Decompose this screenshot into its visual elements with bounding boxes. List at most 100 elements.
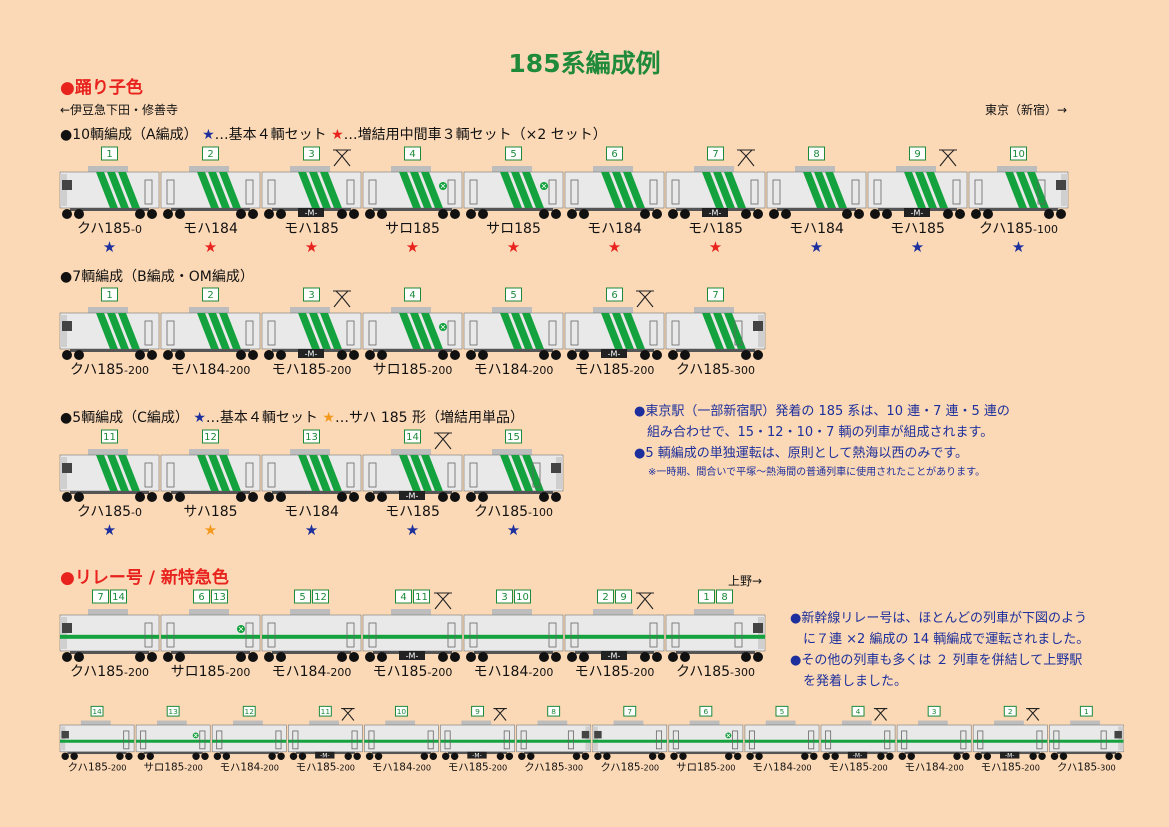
section-relay-heading: ●リレー号 / 新特急色 [60, 568, 229, 588]
car-number-box [101, 146, 118, 161]
wheel [276, 492, 286, 502]
car-name-suffix: -300 [1097, 762, 1116, 772]
pantograph-icon [341, 708, 355, 721]
car-number: 4 [409, 290, 415, 301]
wheel [1114, 752, 1122, 761]
door [469, 622, 478, 648]
car-name: モハ184 [183, 221, 238, 237]
wheel [264, 209, 274, 219]
car-name: モハ184-200 [474, 664, 554, 680]
motor-box [467, 751, 487, 759]
pantograph-icon [873, 708, 888, 721]
wheel [640, 652, 650, 662]
car-number-box [394, 705, 408, 717]
motor-box [399, 491, 425, 500]
car-name-suffix: -200 [641, 762, 660, 772]
set-star-icon: ★ [608, 238, 621, 256]
wheel [146, 752, 154, 761]
car-number-box [101, 287, 118, 302]
livery-stripe [702, 172, 724, 208]
car-body [744, 724, 820, 753]
wheel [62, 350, 72, 360]
wheel [365, 350, 375, 360]
car-number-box [404, 429, 421, 444]
note-line: に７連 ×2 編成の 14 輌編成で運転されました。 [803, 632, 1090, 647]
wheel [496, 752, 505, 761]
car-name: モハ184-200 [220, 761, 279, 773]
car-number: 5 [510, 149, 516, 160]
car-number: 2 [207, 290, 213, 301]
roof-equipment [189, 449, 229, 455]
livery-stripe [208, 455, 230, 491]
note-line: ●東京駅（一部新宿駅）発着の 185 系は、10 連・7 連・5 連の [634, 404, 1010, 419]
car-name: モハ184-200 [474, 362, 554, 378]
roof-equipment [88, 609, 128, 615]
door [532, 462, 541, 488]
motor-box [601, 349, 627, 358]
wheel [175, 492, 185, 502]
car-number: 11 [415, 592, 428, 603]
wheel [640, 350, 650, 360]
car-number: 5 [299, 592, 305, 603]
door [346, 179, 355, 205]
wheel [365, 209, 375, 219]
underframe [373, 349, 452, 352]
door [750, 179, 759, 205]
wheel [741, 652, 751, 662]
livery-stripe [825, 172, 847, 208]
wheel [551, 209, 561, 219]
wheel [236, 492, 246, 502]
livery-stripe [320, 455, 342, 491]
roof-equipment [593, 307, 633, 313]
wheel [652, 350, 662, 360]
motor-box [904, 208, 930, 217]
car-name-suffix: -200 [124, 666, 149, 679]
underframe [474, 491, 553, 494]
underframe [524, 751, 584, 755]
wheel [539, 209, 549, 219]
roof-equipment [385, 720, 416, 725]
wheel [365, 752, 374, 761]
wheel [478, 652, 488, 662]
car-name-suffix: -200 [225, 364, 250, 377]
wheel [135, 652, 145, 662]
livery-band [464, 634, 563, 639]
livery-stripe [623, 172, 645, 208]
motor-mark: -M- [472, 752, 481, 759]
wheel [648, 752, 657, 761]
odoriko-notes: ●東京駅（一部新宿駅）発着の 185 系は、10 連・7 連・5 連の 組み合わ… [634, 401, 1010, 482]
car-name-suffix: -200 [427, 364, 452, 377]
wheel [62, 209, 72, 219]
wheel [741, 350, 751, 360]
car-body [972, 724, 1048, 753]
car-body [665, 614, 766, 652]
livery-stripe [219, 313, 241, 349]
car-number-box [90, 705, 104, 717]
set-star-icon: ★ [103, 521, 116, 539]
roof-equipment [694, 166, 734, 172]
car-number: 1 [106, 149, 112, 160]
livery-stripe [511, 172, 533, 208]
car-name: サロ185-200 [676, 761, 735, 773]
motor-box [601, 651, 627, 660]
door [199, 730, 206, 750]
car-name: サロ185-200 [143, 761, 202, 773]
roof-equipment [593, 609, 633, 615]
car-number: 1 [1084, 707, 1089, 716]
note-line: ●新幹線リレー号は、ほとんどの列車が下図のよう [790, 611, 1087, 626]
underframe [171, 491, 250, 494]
wheel [264, 350, 274, 360]
wheel [943, 209, 953, 219]
car-number: 2 [207, 149, 213, 160]
roof-equipment [896, 166, 936, 172]
wheel [518, 752, 526, 761]
livery-stripe [320, 172, 342, 208]
wheel [1029, 752, 1037, 761]
motor-mark: -M- [406, 492, 419, 501]
underframe [474, 208, 553, 211]
livery-stripe [904, 172, 926, 208]
